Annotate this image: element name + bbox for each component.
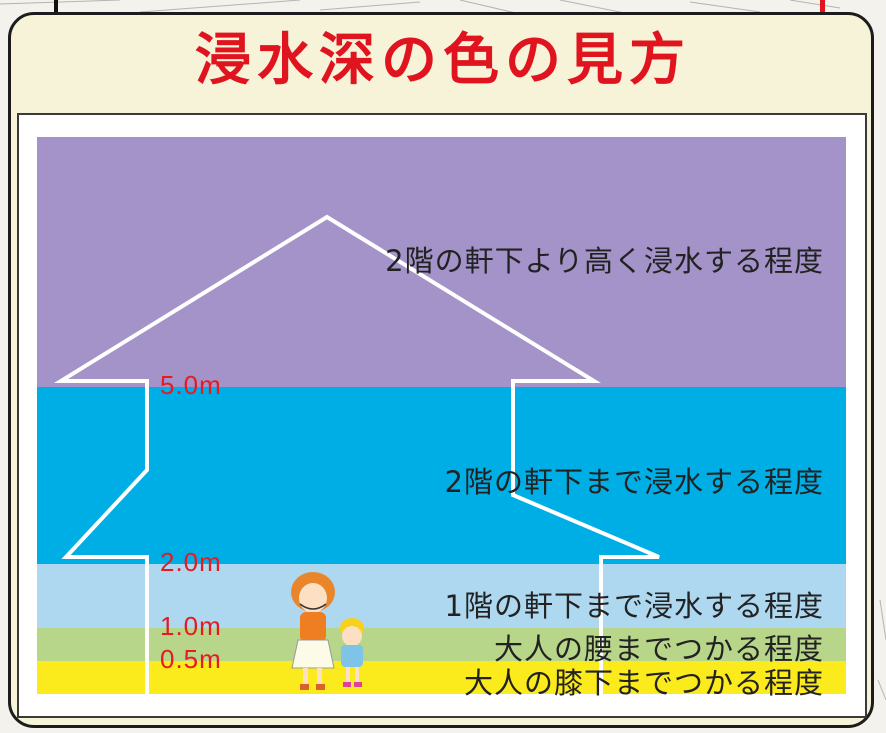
level-label-1m-2m: 1階の軒下まで浸水する程度 bbox=[444, 589, 824, 623]
legend-title: 浸水深の色の見方 bbox=[195, 28, 691, 93]
child-figure bbox=[340, 618, 364, 687]
depth-marker-5m: 5.0m bbox=[160, 370, 222, 400]
level-label-above-5m: 2階の軒下より高く浸水する程度 bbox=[385, 244, 824, 278]
depth-marker-2m: 2.0m bbox=[160, 547, 222, 577]
level-label-05m-1m: 大人の腰までつかる程度 bbox=[493, 632, 824, 666]
band-05m-1m bbox=[37, 628, 846, 661]
band-2m-5m bbox=[37, 387, 846, 564]
band-below-05m bbox=[37, 661, 846, 694]
level-label-2m-5m: 2階の軒下まで浸水する程度 bbox=[444, 465, 824, 499]
level-label-below-05m: 大人の膝下までつかる程度 bbox=[463, 666, 824, 700]
depth-marker-05m: 0.5m bbox=[160, 644, 222, 674]
adult-figure bbox=[291, 572, 335, 690]
band-above-5m bbox=[37, 137, 846, 387]
house-outline bbox=[53, 214, 660, 694]
band-1m-2m bbox=[37, 564, 846, 628]
depth-marker-1m: 1.0m bbox=[160, 611, 222, 641]
